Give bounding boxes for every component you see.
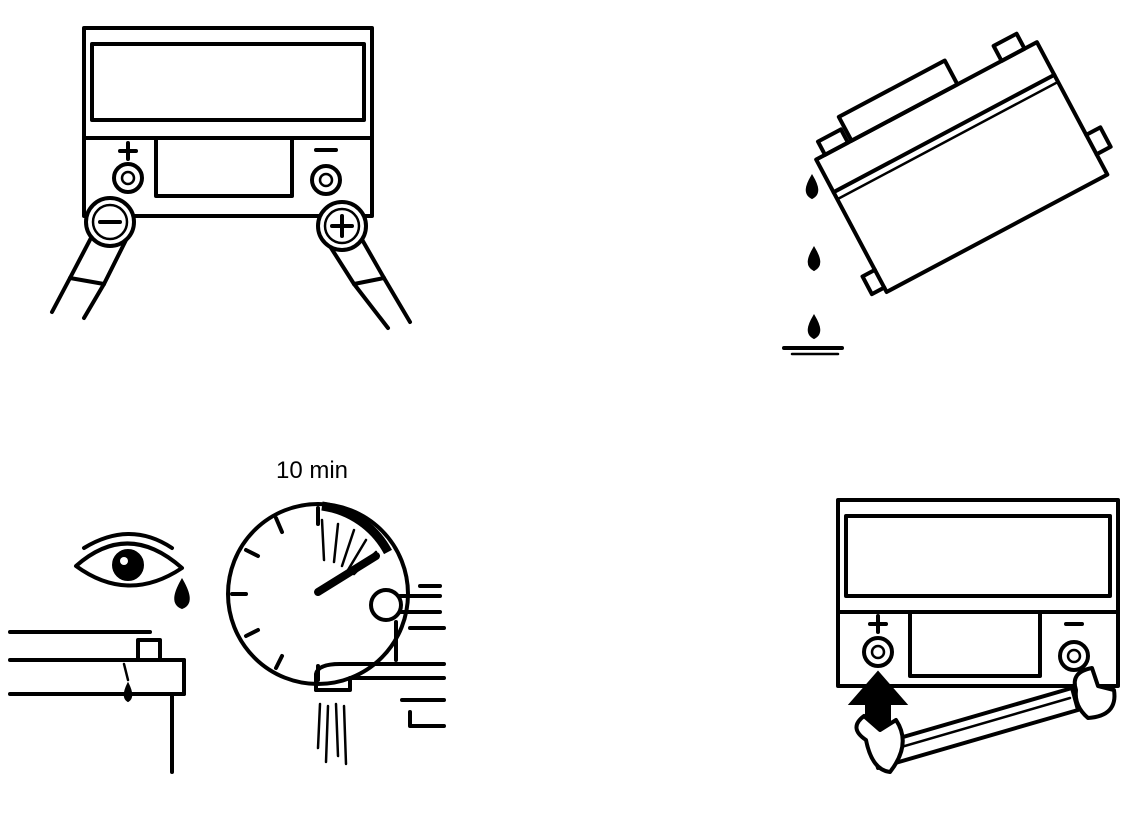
- water-faucet-icon: [314, 584, 446, 766]
- terminal-minus-bottom: [1058, 622, 1090, 672]
- terminal-plus-top: [112, 141, 144, 194]
- wrench-icon: [854, 666, 1117, 774]
- battery-tilted: [814, 31, 1113, 297]
- battery-front-view-2: [836, 498, 1120, 688]
- cable-clamp-minus: [50, 196, 136, 320]
- panel-eye-rinse: 10 min: [8, 457, 446, 774]
- panel-tilted-battery-leak: [782, 31, 1113, 356]
- cable-clamp-plus: [316, 200, 412, 330]
- terminal-plus-bottom: [862, 614, 894, 668]
- acid-drops: [805, 174, 821, 340]
- panel-reversed-polarity: [50, 26, 412, 330]
- acid-puddle: [782, 346, 844, 356]
- battery-front-view: [82, 26, 374, 218]
- terminal-minus-top: [310, 148, 342, 196]
- panel-disconnect-terminal: [836, 498, 1120, 774]
- timer-label: 10 min: [276, 457, 348, 484]
- battery-edge-acid: [8, 630, 186, 774]
- eye-icon: [74, 532, 190, 610]
